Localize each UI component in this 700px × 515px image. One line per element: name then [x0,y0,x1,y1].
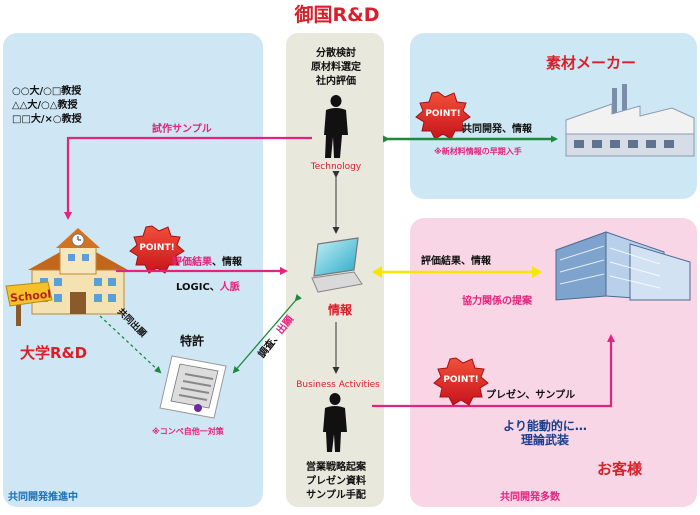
evaluation-label-prefix: 評価結果 [172,255,213,268]
patent-label: 特許 [180,333,204,348]
center-top-lines: 分散検討 原材料選定 社内評価 [311,46,361,87]
factory-icon [565,84,695,157]
center-top-line: 社内評価 [315,74,356,87]
presentation-label: プレゼン、サンプル [486,388,575,401]
trial-sample-arrow [64,136,312,220]
researcher-figure-icon [324,95,348,158]
point-badge-customer: POINT! [433,357,489,406]
logic-label-suffix: 人脈 [220,280,240,293]
presentation-arrow [372,334,615,408]
school-sign-icon: School [5,281,53,326]
school-sign-text: School [9,288,51,305]
logic-label: LOGIC、人脈 [176,280,240,293]
joint-application-arrow [99,315,162,374]
technology-label: Technology [310,162,362,172]
survey-application-arrow [232,293,302,374]
point-badge-text: POINT! [443,375,478,385]
businessman-figure-icon [323,393,347,452]
patent-document-icon [159,355,227,419]
customer-label: お客様 [597,460,643,478]
trial-sample-label: 試作サンプル [152,122,212,135]
center-bottom-line: 営業戦略起案 [306,460,367,473]
university-footer: 共同開発推進中 [8,490,78,503]
maker-label: 素材メーカー [546,54,636,72]
point-badge-text: POINT! [425,109,460,119]
center-top-line: 原材料選定 [311,60,361,73]
professor-line: △△大/○△教授 [12,98,78,111]
business-activities-label: Business Activities [296,380,380,390]
customer-info-arrowhead-left [372,266,382,278]
laptop-icon [311,237,363,293]
professor-list: ○○大/○□教授 △△大/○△教授 □□大/×○教授 [12,84,83,125]
center-bottom-lines: 営業戦略起案 プレゼン資料 サンプル手配 [306,460,367,501]
university-building-icon [28,228,128,315]
customer-footer: 共同開発多数 [500,490,561,503]
patent-note: ※コンペ自他一対策 [152,426,225,436]
maker-panel [410,33,697,199]
center-bottom-line: プレゼン資料 [306,474,366,487]
proactive-line: 理論武装 [521,432,569,447]
info-label: 情報 [328,302,353,317]
page-title: 御国R&D [294,3,380,26]
maker-arrow-label: 共同開発、情報 [462,122,533,135]
customer-info-label: 評価結果、情報 [421,254,492,267]
proactive-line: より能動的に… [503,418,587,433]
customer-proposal-label: 協力関係の提案 [462,294,533,307]
center-top-line: 分散検討 [316,46,356,59]
office-building-icon [555,231,691,301]
customer-info-arrowhead-right [532,266,542,278]
professor-line: □□大/×○教授 [12,112,83,125]
center-bottom-line: サンプル手配 [306,488,366,501]
point-badge-text: POINT! [139,243,174,253]
professor-line: ○○大/○□教授 [12,84,82,97]
university-label: 大学R&D [20,344,87,362]
logic-label-prefix: LOGIC、 [176,282,220,293]
evaluation-label: 評価結果、情報 [172,255,243,268]
maker-note: ※新材料情報の早期入手 [434,146,522,156]
evaluation-label-suffix: 、情報 [212,255,243,268]
